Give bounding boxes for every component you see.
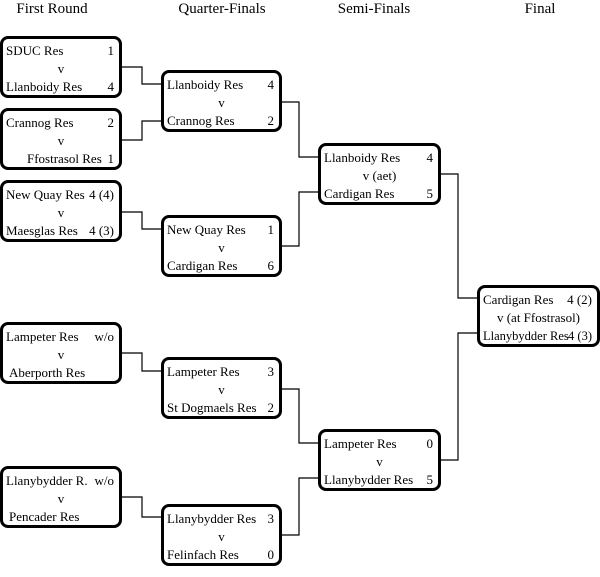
team-score: 4: [426, 150, 434, 165]
team-name: Crannog Res: [167, 113, 235, 128]
versus-label: v: [376, 454, 383, 469]
versus-label: v: [218, 95, 225, 110]
team-score: 0: [426, 436, 434, 451]
connector: [121, 496, 162, 518]
match-first-round-4: Lampeter Res w/o v Aberporth Res: [0, 322, 122, 384]
versus-label: v: [57, 61, 65, 76]
versus-label: v: [57, 205, 65, 220]
match-quarter-final-4: Llanybydder Res 3 v Felinfach Res 0: [161, 504, 282, 566]
connector: [281, 101, 318, 158]
match-quarter-final-1: Llanboidy Res 4 v Crannog Res 2: [161, 70, 282, 132]
team-score: 4: [107, 79, 115, 94]
team-name: Felinfach Res: [167, 547, 239, 562]
team-name: St Dogmaels Res: [167, 400, 257, 415]
versus-label: v: [57, 133, 65, 148]
team-score: w/o: [94, 473, 115, 488]
team-name: Llanybydder R.: [6, 473, 88, 488]
match-quarter-final-3: Lampeter Res 3 v St Dogmaels Res 2: [161, 357, 282, 419]
team-name: Llanboidy Res: [6, 79, 83, 94]
team-score: 2: [267, 400, 275, 415]
connector: [121, 120, 162, 141]
connector: [440, 173, 477, 299]
team-name: Llanybydder Res: [483, 329, 569, 343]
connector: [281, 477, 318, 536]
team-score: 4 (4): [89, 187, 114, 202]
versus-label: v: [218, 529, 225, 544]
match-first-round-3: New Quay Res 4 (4) v Maesglas Res 4 (3): [0, 180, 122, 242]
match-quarter-final-2: New Quay Res 1 v Cardigan Res 6: [161, 215, 282, 277]
team-name: Llanybydder Res: [324, 472, 414, 487]
team-score: w/o: [94, 329, 115, 344]
team-score: 3: [267, 511, 275, 526]
team-name: New Quay Res: [167, 222, 246, 237]
team-score: 1: [107, 43, 115, 58]
team-name: Lampeter Res: [324, 436, 397, 451]
round-header-first: First Round: [16, 1, 88, 17]
round-header-quarter: Quarter-Finals: [178, 1, 266, 17]
team-name: Cardigan Res: [167, 258, 238, 273]
team-score: 0: [267, 547, 275, 562]
round-header-final: Final: [524, 1, 556, 17]
match-first-round-1: SDUC Res 1 v Llanboidy Res 4: [0, 36, 122, 98]
connector: [281, 388, 318, 444]
team-name: Lampeter Res: [6, 329, 79, 344]
team-score: 6: [267, 258, 275, 273]
team-score: 4: [267, 77, 275, 92]
match-final: Cardigan Res 4 (2) v (at Ffostrasol) Llan…: [477, 285, 600, 347]
team-score: 2: [267, 113, 275, 128]
versus-label: v: [218, 240, 225, 255]
versus-label: v: [218, 382, 225, 397]
match-first-round-5: Llanybydder R. w/o v Pencader Res: [0, 466, 122, 528]
team-name: Llanybydder Res: [167, 511, 257, 526]
connector: [281, 191, 318, 247]
connector: [121, 66, 162, 85]
team-score: 1: [107, 151, 115, 166]
team-name: Crannog Res: [6, 115, 74, 130]
team-name: Pencader Res: [9, 509, 80, 524]
team-name: Aberporth Res: [9, 365, 86, 380]
team-score: 4 (3): [89, 223, 114, 238]
team-score: 3: [267, 364, 275, 379]
team-score: 2: [107, 115, 115, 130]
team-name: Cardigan Res: [324, 186, 395, 201]
team-name: Llanboidy Res: [324, 150, 401, 165]
team-score: 1: [267, 222, 275, 237]
team-name: Cardigan Res: [483, 292, 554, 307]
round-header-semi: Semi-Finals: [337, 1, 411, 17]
match-semi-final-2: Lampeter Res 0 v Llanybydder Res 5: [318, 429, 441, 491]
match-first-round-2: Crannog Res 2 v Ffostrasol Res 1: [0, 108, 122, 170]
versus-label: v (at Ffostrasol): [496, 310, 581, 325]
team-name: Lampeter Res: [167, 364, 240, 379]
team-name: Ffostrasol Res: [27, 151, 102, 166]
team-score: 4 (3): [568, 329, 592, 343]
connector: [440, 332, 477, 461]
team-name: Maesglas Res: [6, 223, 78, 238]
team-name: Llanboidy Res: [167, 77, 244, 92]
versus-label: v: [57, 347, 65, 362]
team-score: 5: [426, 186, 434, 201]
versus-label: v: [57, 491, 65, 506]
team-name: New Quay Res: [6, 187, 85, 202]
match-semi-final-1: Llanboidy Res 4 v (aet) Cardigan Res 5: [318, 143, 441, 205]
connector: [121, 211, 162, 230]
versus-label: v (aet): [362, 168, 397, 183]
team-score: 4 (2): [567, 292, 592, 307]
team-name: SDUC Res: [6, 43, 64, 58]
connector: [121, 352, 162, 372]
team-score: 5: [426, 472, 434, 487]
